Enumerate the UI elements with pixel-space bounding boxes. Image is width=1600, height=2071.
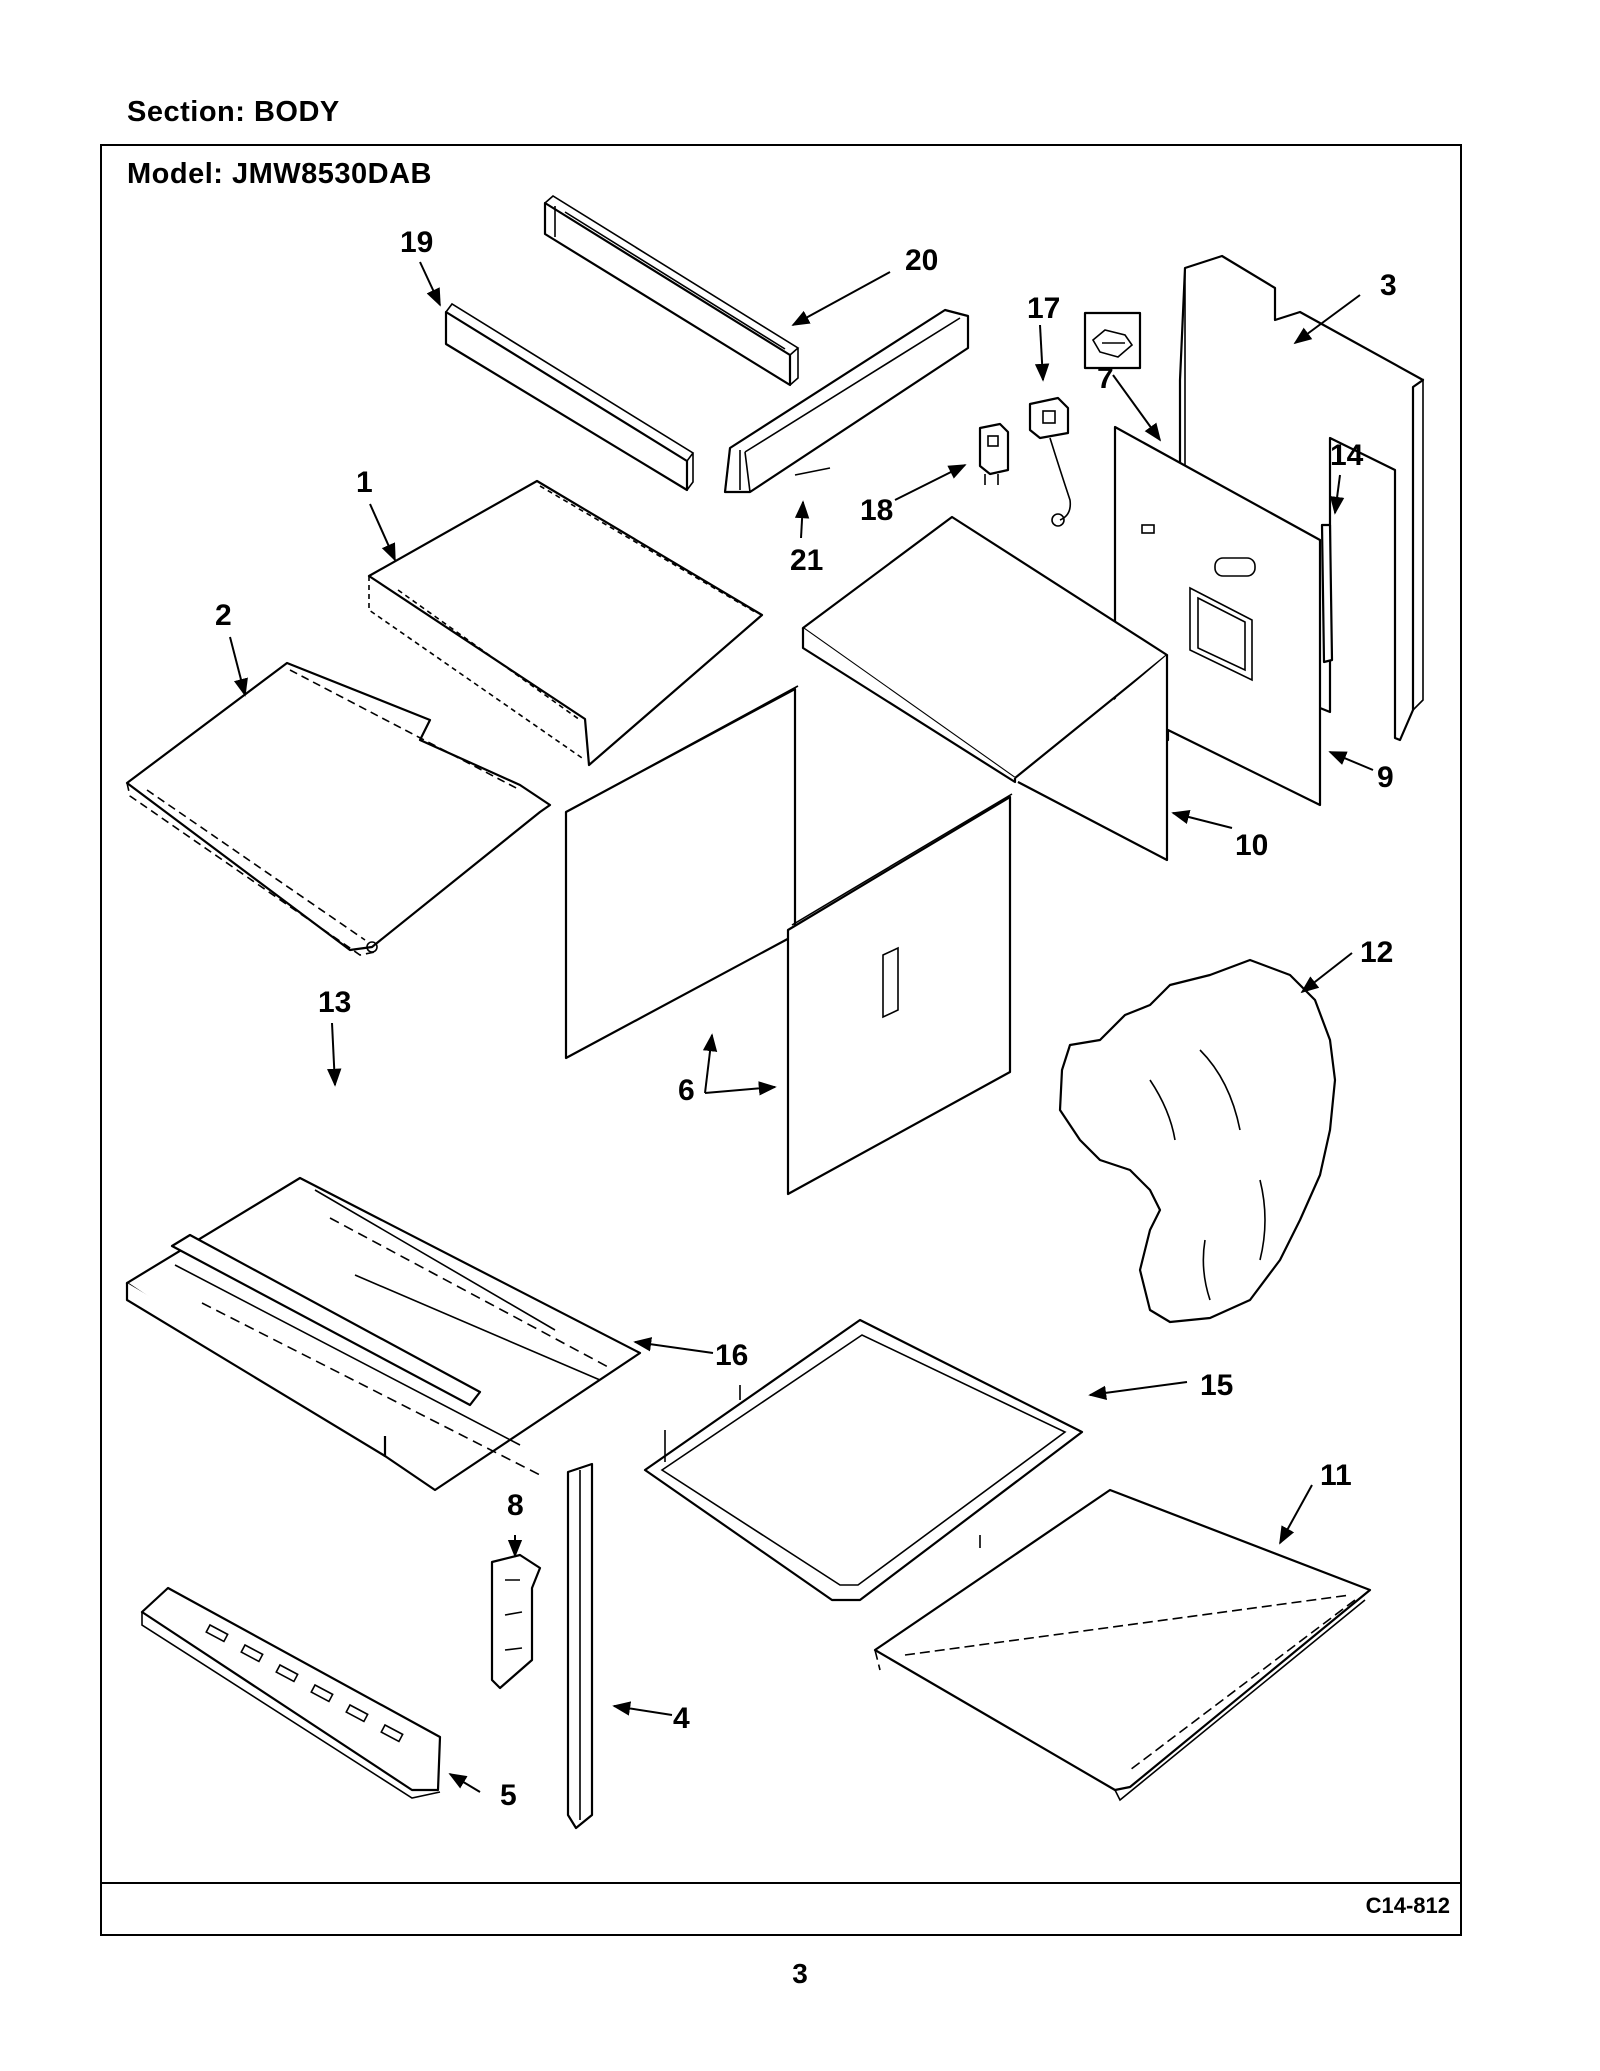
callout-4: 4 (673, 1702, 690, 1735)
callout-6: 6 (678, 1074, 695, 1107)
part-14-vertical-strip (1320, 523, 1334, 664)
part-20-trim-strip (543, 195, 800, 387)
callout-8: 8 (507, 1489, 524, 1522)
diagram-frame (100, 144, 1462, 1936)
callout-12: 12 (1360, 936, 1393, 969)
part-19-trim-strip (444, 302, 695, 492)
callout-2: 2 (215, 599, 232, 632)
footer-divider (100, 1882, 1462, 1884)
callout-labels: 1 2 3 4 5 6 7 8 9 10 11 12 13 14 15 16 1… (215, 226, 1397, 1812)
model-title: Model: JMW8530DAB (127, 158, 432, 190)
part-10-top-block (801, 515, 1169, 862)
leader-lines (229, 261, 1374, 1793)
part-17-switch (1028, 396, 1072, 527)
part-18-switch (978, 422, 1010, 485)
part-2-base-panel (125, 661, 552, 956)
callout-20: 20 (905, 244, 938, 277)
callout-19: 19 (400, 226, 433, 259)
part-21-bracket (723, 308, 970, 494)
part-4-vertical-post (566, 1462, 594, 1830)
callout-9: 9 (1377, 761, 1394, 794)
callout-5: 5 (500, 1779, 517, 1812)
part-8-bracket (490, 1553, 542, 1690)
part-6-side-panel-right (786, 793, 1013, 1196)
section-title: Section: BODY (127, 96, 340, 128)
part-11-bottom-plate (873, 1488, 1372, 1802)
callout-10: 10 (1235, 829, 1268, 862)
callout-21: 21 (790, 544, 823, 577)
callout-13: 13 (318, 986, 351, 1019)
callout-16: 16 (715, 1339, 748, 1372)
part-16-bottom-pan (125, 1176, 642, 1492)
part-12-insulation-blanket (1058, 958, 1337, 1324)
callout-18: 18 (860, 494, 893, 527)
callout-14: 14 (1330, 439, 1364, 472)
part-15-frame-tray (643, 1318, 1084, 1602)
part-1-cover-panel (367, 479, 764, 767)
part-5-vented-strip (140, 1586, 442, 1799)
page-number: 3 (792, 1958, 808, 1989)
callout-7: 7 (1097, 362, 1114, 395)
callout-15: 15 (1200, 1369, 1233, 1402)
part-7-clip (1083, 311, 1142, 370)
callout-11: 11 (1320, 1459, 1352, 1492)
callout-17: 17 (1027, 292, 1060, 325)
diagram-code: C14-812 (1365, 1893, 1450, 1918)
callout-3: 3 (1380, 269, 1397, 302)
callout-1: 1 (356, 466, 373, 499)
